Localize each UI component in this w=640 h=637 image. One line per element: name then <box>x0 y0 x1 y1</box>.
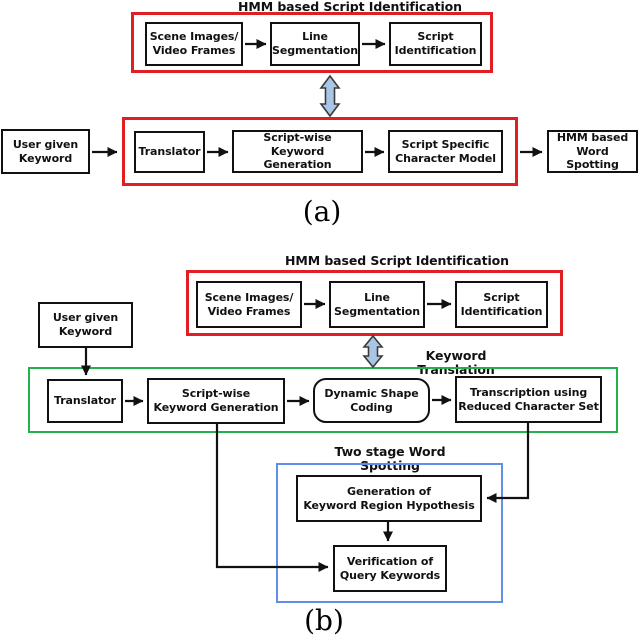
panel-b-keyword-translation-group-title: Keyword Translation <box>417 348 495 377</box>
node-script-identification-a: Script Identification <box>389 22 482 66</box>
node-scene-images-a: Scene Images/ Video Frames <box>145 22 243 66</box>
node-line-segmentation-b: Line Segmentation <box>329 281 425 328</box>
node-user-keyword-a: User given Keyword <box>1 129 90 174</box>
node-transcription-reduced-set-b: Transcription using Reduced Character Se… <box>455 376 602 423</box>
node-scriptwise-keyword-generation-a: Script-wise Keyword Generation <box>232 130 363 173</box>
node-script-specific-character-model-a: Script Specific Character Model <box>388 130 503 173</box>
node-user-keyword-b: User given Keyword <box>38 302 133 348</box>
panel-a-script-id-group-box <box>131 12 493 73</box>
double-arrow-icon-b <box>362 334 384 369</box>
node-line-segmentation-a: Line Segmentation <box>270 22 360 66</box>
panel-a-script-id-group-title: HMM based Script Identification <box>238 0 462 14</box>
double-arrow-icon-a <box>319 74 341 118</box>
panel-a-caption: (a) <box>302 195 342 228</box>
node-script-identification-b: Script Identification <box>455 281 548 328</box>
panel-b-script-id-group-box <box>186 270 563 336</box>
node-verification-keywords-b: Verification of Query Keywords <box>333 545 447 592</box>
node-translator-a: Translator <box>134 131 205 173</box>
node-generation-hypothesis-b: Generation of Keyword Region Hypothesis <box>296 475 482 522</box>
panel-b-script-id-group-title: HMM based Script Identification <box>285 253 509 268</box>
node-scriptwise-keyword-generation-b: Script-wise Keyword Generation <box>147 378 285 424</box>
panel-a-keyword-group-box <box>122 117 518 186</box>
node-translator-b: Translator <box>47 379 123 423</box>
node-dynamic-shape-coding-b: Dynamic Shape Coding <box>313 378 430 423</box>
panel-b-caption: (b) <box>304 604 344 637</box>
panel-b-word-spotting-group-title: Two stage Word Spotting <box>334 444 446 473</box>
node-scene-images-b: Scene Images/ Video Frames <box>196 281 302 328</box>
node-hmm-word-spotting-a: HMM based Word Spotting <box>547 130 638 173</box>
